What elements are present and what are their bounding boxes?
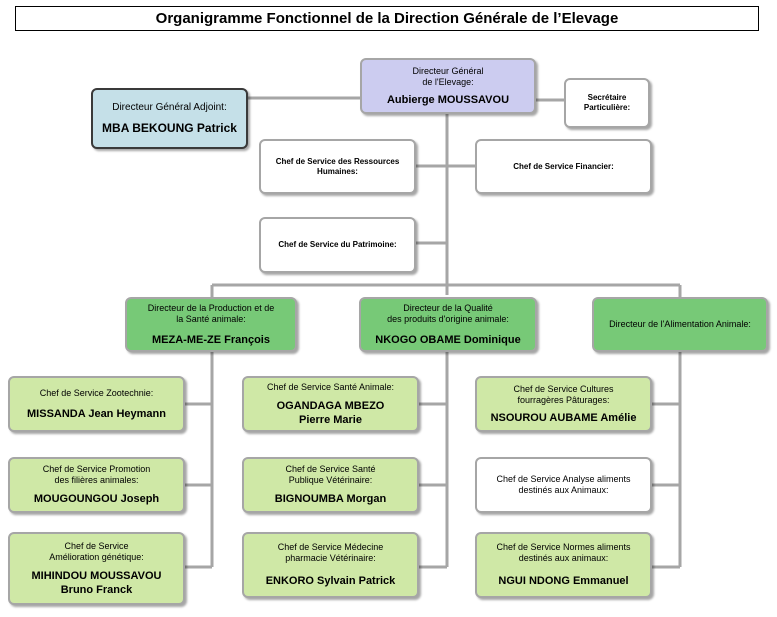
box-label: Directeur de l'Alimentation Animale:	[609, 319, 751, 329]
box-label: Chef de Service Santé Animale:	[266, 381, 395, 392]
secretaire-box: Secrétaire Particulière:	[564, 78, 650, 128]
box-label: Chef de Service du Patrimoine:	[278, 240, 397, 249]
box-label: Directeur de la Qualité des produits d'o…	[387, 302, 509, 324]
box-label: Directeur Général Adjoint:	[112, 102, 227, 113]
service-medecine-pharmacie-box: Chef de Service Médecine pharmacie Vétér…	[242, 532, 419, 598]
box-label: Chef de Service Analyse aliments destiné…	[496, 474, 631, 495]
box-label: Chef de Service Normes aliments destinés…	[496, 542, 631, 563]
service-sante-animale-box: Chef de Service Santé Animale: OGANDAGA …	[242, 376, 419, 432]
direction-production-sante-box: Directeur de la Production et de la Sant…	[125, 297, 297, 352]
box-name: NGUI NDONG Emmanuel	[498, 575, 629, 587]
box-name: MOUGOUNGOU Joseph	[33, 493, 160, 505]
direction-qualite-produits-box: Directeur de la Qualité des produits d'o…	[359, 297, 537, 352]
box-name: Aubierge MOUSSAVOU	[386, 93, 510, 106]
box-name: MBA BEKOUNG Patrick	[102, 121, 237, 135]
service-cultures-fourrageres-box: Chef de Service Cultures fourragères Pât…	[475, 376, 652, 432]
box-name: BIGNOUMBA Morgan	[274, 493, 387, 505]
direction-alimentation-animale-box: Directeur de l'Alimentation Animale:	[592, 297, 768, 352]
box-label: Chef de Service Promotion des filières a…	[42, 464, 151, 485]
service-promotion-filieres-box: Chef de Service Promotion des filières a…	[8, 457, 185, 513]
directeur-general-adjoint-box: Directeur Général Adjoint: MBA BEKOUNG P…	[91, 88, 248, 149]
chef-service-financier-box: Chef de Service Financier:	[475, 139, 652, 194]
service-normes-aliments-box: Chef de Service Normes aliments destinés…	[475, 532, 652, 598]
box-label: Chef de Service Cultures fourragères Pât…	[513, 383, 614, 405]
box-name: MISSANDA Jean Heymann	[27, 407, 166, 420]
box-name: MEZA-ME-ZE François	[152, 333, 270, 346]
service-amelioration-genetique-box: Chef de Service Amélioration génétique: …	[8, 532, 185, 605]
directeur-general-box: Directeur Général de l'Elevage: Aubierge…	[360, 58, 536, 114]
service-analyse-aliments-box: Chef de Service Analyse aliments destiné…	[475, 457, 652, 513]
box-name: OGANDAGA MBEZO Pierre Marie	[276, 399, 385, 426]
box-label: Chef de Service Amélioration génétique:	[49, 540, 144, 562]
box-name: MIHINDOU MOUSSAVOU Bruno Franck	[31, 569, 162, 596]
box-name: NSOUROU AUBAME Amélie	[490, 411, 637, 424]
box-label: Secrétaire Particulière:	[583, 93, 631, 112]
box-label: Chef de Service Zootechnie:	[39, 387, 154, 398]
chef-service-rh-box: Chef de Service des Ressources Humaines:	[259, 139, 416, 194]
box-label: Directeur de la Production et de la Sant…	[147, 302, 275, 324]
box-label: Chef de Service Médecine pharmacie Vétér…	[277, 542, 384, 563]
page-title: Organigramme Fonctionnel de la Direction…	[15, 6, 759, 31]
box-name: NKOGO OBAME Dominique	[375, 333, 521, 346]
box-label: Chef de Service Santé Publique Vétérinai…	[285, 464, 376, 485]
box-label: Chef de Service Financier:	[513, 161, 614, 171]
box-name: ENKORO Sylvain Patrick	[265, 575, 396, 587]
service-sante-publique-box: Chef de Service Santé Publique Vétérinai…	[242, 457, 419, 513]
box-label: Chef de Service des Ressources Humaines:	[275, 156, 400, 176]
service-zootechnie-box: Chef de Service Zootechnie: MISSANDA Jea…	[8, 376, 185, 432]
chef-service-patrimoine-box: Chef de Service du Patrimoine:	[259, 217, 416, 273]
box-label: Directeur Général de l'Elevage:	[412, 65, 484, 87]
